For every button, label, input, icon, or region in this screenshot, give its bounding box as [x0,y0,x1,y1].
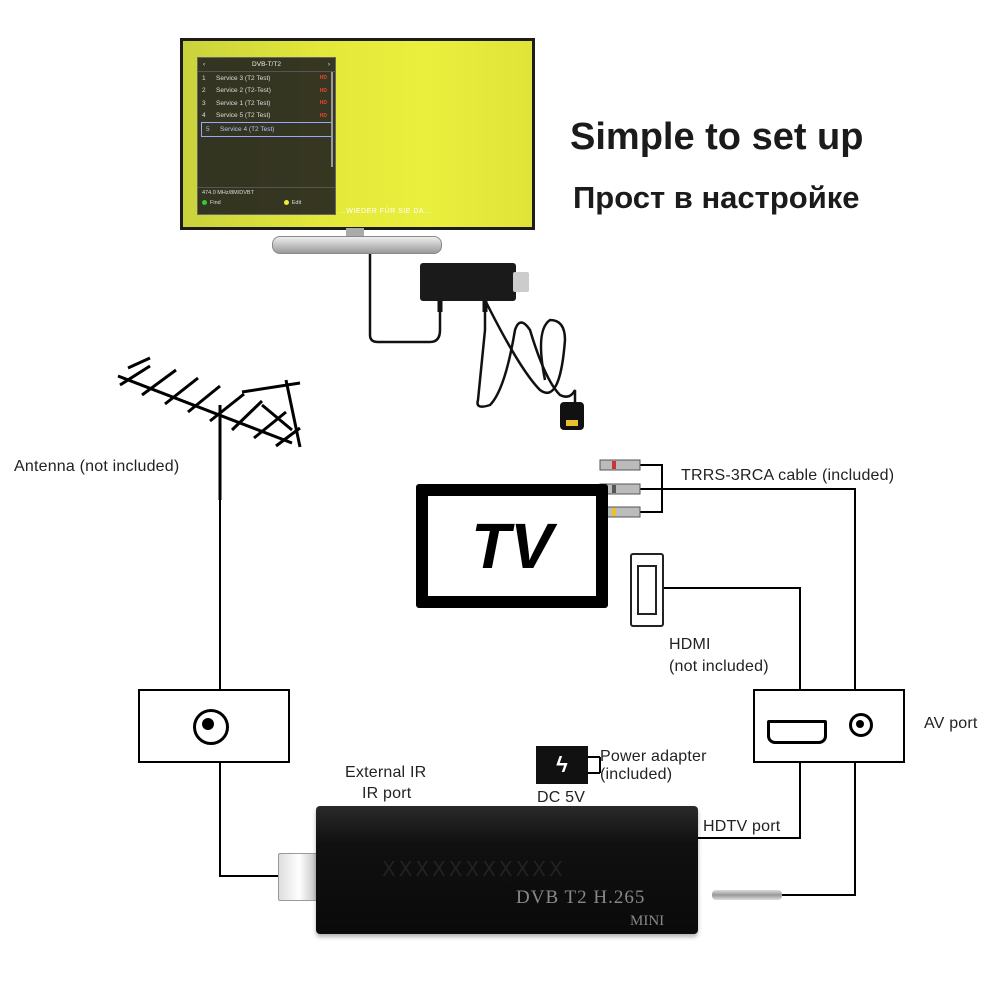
hdmi-cable [660,587,801,689]
receiver-main-image [316,806,698,934]
heading-english: Simple to set up [570,116,864,158]
menu-footer: 474.0 MHz/8M/DVBT Find Edit [198,187,335,214]
hdmi-port-icon [767,720,827,744]
hdmi-plug-inner [637,565,657,615]
receiver-mini-text: MINI [630,913,665,929]
antenna-icon [117,356,302,500]
frequency-info: 474.0 MHz/8M/DVBT [202,190,254,196]
menu-title: DVB-T/T2 [252,61,281,68]
antenna-socket-box [138,689,290,763]
yellow-key-icon [283,200,289,206]
screen-subtitle: ...WIEDER FÜR SIE DA... [339,208,432,215]
antenna-input-port [278,853,320,901]
receiver-model-text: DVB T2 H.265 [516,887,646,908]
receiver-small-connector [513,272,529,292]
hd-badge: HD [319,87,327,94]
hd-badge: HD [319,100,327,107]
find-label: Find [210,200,221,206]
power-adapter-icon: ϟ [536,746,588,784]
hdtv-port-label: HDTV port [703,818,781,835]
monitor-stand-base [272,236,442,254]
tv-icon [416,484,608,608]
rca-plugs-icon [599,459,641,518]
hdtv-cable [698,759,801,839]
av-jack-plug-icon [712,890,782,900]
av-jack-center [856,720,864,728]
trrs-cable [662,488,856,689]
hd-badge: HD [319,75,327,82]
power-adapter-label-line1: Power adapter [600,748,707,765]
ir-port-label: IR port [362,785,412,802]
menu-left-arrow-icon: ‹ [203,61,206,68]
edit-label: Edit [291,200,302,206]
ir-sensor-cable [368,248,577,408]
menu-right-arrow-icon: › [327,61,330,68]
dc-label: DC 5V [537,789,586,806]
receiver-small-image [420,263,516,301]
heading-russian: Прост в настройке [573,180,860,215]
av-cable [782,759,856,896]
tv-icon-stand [471,599,529,608]
antenna-label: Antenna (not included) [14,458,180,475]
antenna-to-receiver-cable [219,759,278,877]
hd-badge: HD [319,112,327,119]
green-key-icon [202,200,207,206]
power-adapter-label-line2: (included) [600,766,673,783]
trrs-cable-label: TRRS-3RCA cable (included) [681,467,895,484]
hdmi-label-line1: HDMI [669,636,711,653]
receiver-pattern: XXXXXXXXXXX [382,857,566,881]
hdmi-label-line2: (not included) [669,658,769,675]
menu-scrollbar [331,72,333,167]
external-ir-label: External IR [345,764,427,781]
av-port-label: AV port [924,715,978,732]
tv-icon-text: TV [471,510,553,582]
coax-socket-center [202,718,214,730]
